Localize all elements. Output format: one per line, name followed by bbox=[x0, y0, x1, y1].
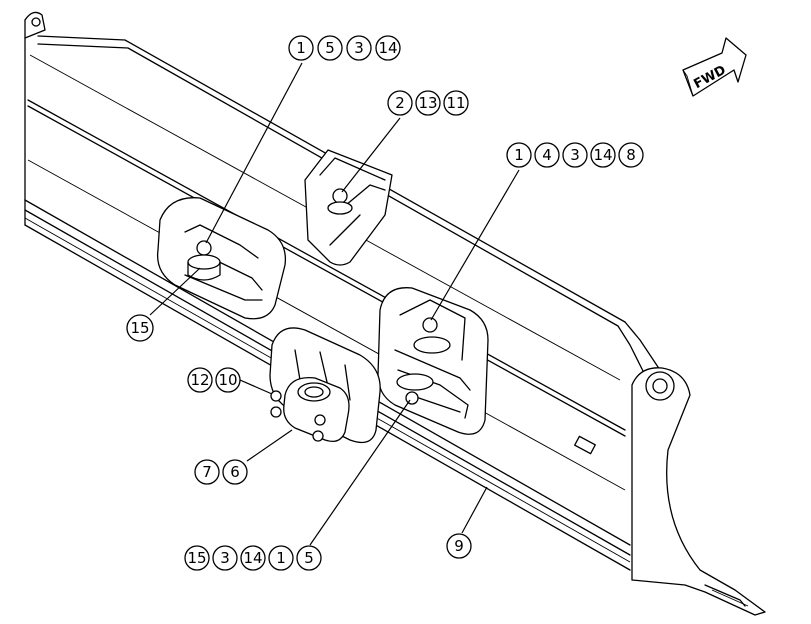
callout-12-10: 12 10 bbox=[187, 367, 241, 393]
callout-number: 11 bbox=[446, 94, 465, 112]
callout-number: 4 bbox=[542, 146, 552, 164]
left-pivot-assembly bbox=[156, 197, 287, 320]
callout-number: 14 bbox=[593, 146, 612, 164]
callout-number: 1 bbox=[296, 39, 306, 57]
callout-number: 3 bbox=[354, 39, 364, 57]
callout-number: 15 bbox=[130, 319, 149, 337]
callout-7-6: 7 6 bbox=[194, 459, 248, 485]
callout-number: 1 bbox=[514, 146, 524, 164]
callout-15-3-14-1-5: 15 3 14 1 5 bbox=[184, 545, 322, 571]
callout-number: 3 bbox=[220, 549, 230, 567]
callout-number: 5 bbox=[304, 549, 314, 567]
callout-1-4-3-14-8: 1 4 3 14 8 bbox=[506, 142, 644, 168]
forward-arrow: FWD bbox=[682, 37, 747, 97]
callout-2-13-11: 2 13 11 bbox=[387, 90, 469, 116]
center-clamp-assembly bbox=[269, 327, 381, 444]
callout-15-left: 15 bbox=[126, 314, 154, 342]
callout-number: 6 bbox=[230, 463, 240, 481]
callout-number: 12 bbox=[190, 371, 209, 389]
callout-number: 9 bbox=[454, 537, 464, 555]
callout-1-5-3-14: 1 5 3 14 bbox=[288, 35, 401, 61]
leader-lines bbox=[149, 62, 520, 546]
callout-number: 7 bbox=[202, 463, 212, 481]
callout-number: 8 bbox=[626, 146, 636, 164]
callout-number: 5 bbox=[325, 39, 335, 57]
callout-number: 1 bbox=[276, 549, 286, 567]
callout-number: 2 bbox=[395, 94, 405, 112]
callout-number: 15 bbox=[187, 549, 206, 567]
right-pivot-assembly bbox=[377, 287, 489, 435]
callout-number: 10 bbox=[218, 371, 237, 389]
callout-number: 14 bbox=[378, 39, 397, 57]
top-center-bracket bbox=[304, 149, 393, 266]
arrow-right-icon bbox=[682, 37, 747, 97]
callout-number: 3 bbox=[570, 146, 580, 164]
callout-number: 14 bbox=[243, 549, 262, 567]
callout-9: 9 bbox=[446, 533, 472, 559]
callout-number: 13 bbox=[418, 94, 437, 112]
